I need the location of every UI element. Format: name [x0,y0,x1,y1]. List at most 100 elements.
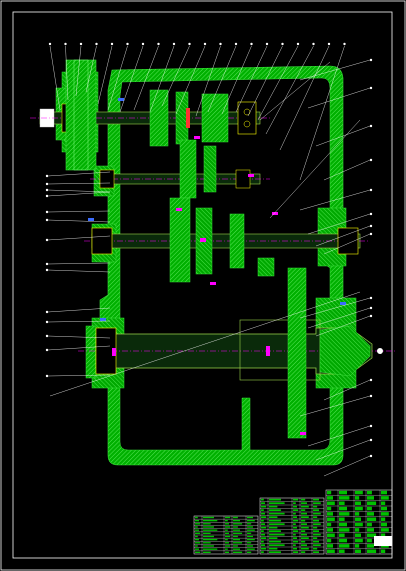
table-cell-marker [301,547,309,550]
leader-dot [327,42,331,46]
table-cell-marker [355,549,361,553]
table-cell-marker [225,519,228,522]
leader-line [235,45,268,113]
table-cell-marker [339,538,347,543]
leader-line [269,119,361,219]
leader-line [307,425,371,447]
leader-dot [369,86,373,90]
leader-dot [265,42,269,46]
table-cell-marker [301,540,306,543]
leader-dot [45,210,49,214]
table-cell-marker [203,551,211,553]
leader-dot [369,314,373,318]
table-cell-marker [203,529,218,531]
leader-line [315,125,371,147]
table-cell-marker [293,509,299,511]
leader-dot [369,424,373,428]
leader-line [47,210,111,213]
table-cell-marker [327,538,332,543]
table-cell-marker [293,533,296,536]
table-cell-marker [355,544,360,548]
table-cell-marker [313,551,319,553]
leader-line [47,189,111,193]
leader-line [265,45,314,135]
table-cell-marker [247,529,255,531]
table-cell-marker [301,502,307,504]
leader-line [47,320,111,323]
table-cell-marker [339,549,345,553]
table-cell-marker [327,506,332,511]
leader-line [49,291,361,397]
table-cell-marker [301,512,307,515]
leader-line [307,87,371,109]
leader-line [97,45,113,105]
table-cell-marker [269,537,278,539]
table-cell-marker [225,542,229,544]
table-cell-marker [269,523,285,525]
table-cell-marker [293,547,297,550]
leader-line [47,191,111,197]
table-cell-marker [293,512,296,515]
table-cell-marker [247,532,252,534]
title-block [325,489,393,555]
table-cell-marker [269,533,285,536]
leader-dot [281,42,284,46]
table-cell-marker [261,516,267,518]
table-cell-marker [261,509,264,511]
table-cell-marker [261,530,264,532]
table-cell-marker [269,505,278,508]
table-cell-marker [203,538,218,541]
table-cell-marker [261,498,264,501]
table-cell-marker [195,532,201,534]
table-cell-marker [293,505,297,508]
table-cell-marker [269,540,281,543]
table-cell-marker [247,523,252,525]
table-cell-marker [233,532,243,534]
table-cell-marker [203,532,211,534]
leader-dot [45,182,49,186]
table-cell-marker [233,529,240,531]
table-cell-marker [203,523,211,525]
table-cell-marker [313,523,321,525]
table-cell-marker [247,526,253,528]
table-cell-marker [195,538,199,541]
table-cell-marker [313,509,319,511]
table-cell-marker [261,551,264,553]
table-cell-marker [327,544,333,548]
top-part-leaders [48,42,346,181]
leader-line [47,269,111,273]
table-cell-marker [313,526,318,529]
table-cell-marker [327,496,333,500]
leader-dot [296,42,300,46]
leader-dot [45,334,49,338]
table-cell-marker [195,535,198,538]
output-shaft [78,267,395,439]
leader-line [307,213,371,235]
table-cell-marker [367,506,372,511]
leader-line [299,45,345,181]
table-cell-marker [313,505,318,508]
table-cell-marker [367,496,374,500]
table-cell-marker [225,535,231,538]
table-cell-marker [225,538,228,541]
table-cell-marker [269,526,278,529]
leader-line [107,45,128,111]
table-cell-marker [261,512,265,515]
leader-dot [250,42,253,46]
table-cell-marker [261,523,265,525]
table-cell-marker [381,528,389,532]
table-cell-marker [203,535,214,538]
table-cell-marker [261,533,265,536]
table-cell-marker [247,542,252,544]
leader-line [299,297,371,319]
table-cell-marker [327,522,332,527]
table-cell-marker [339,522,347,527]
table-cell-marker [327,517,335,521]
table-cell-marker [301,516,309,518]
table-cell-marker [293,551,299,553]
table-cell-marker [381,522,387,527]
leader-dot [45,174,49,178]
table-cell-marker [327,490,332,495]
table-cell-marker [381,490,387,495]
